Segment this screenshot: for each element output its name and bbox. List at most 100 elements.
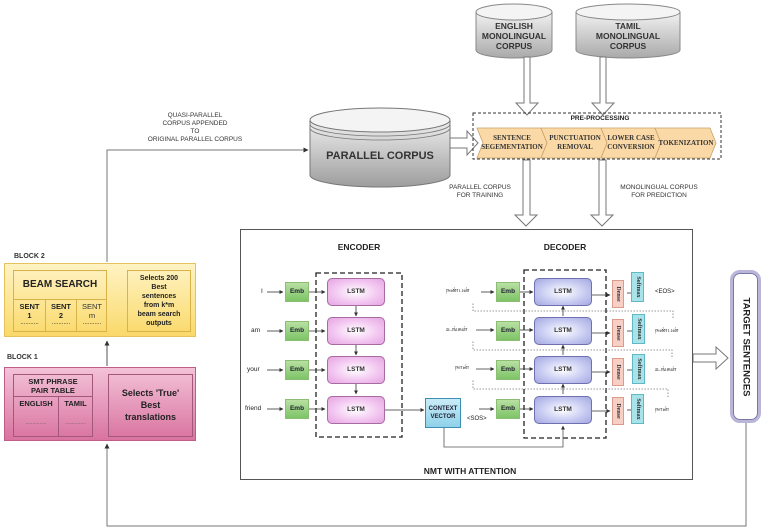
nmt-title: NMT WITH ATTENTION: [423, 466, 517, 476]
decoder-output-word: <EOS>: [655, 289, 675, 295]
label-line: ORIGINAL PARALLEL CORPUS: [147, 136, 243, 143]
text-line: Best: [140, 400, 161, 410]
target-inner-border: [733, 273, 758, 420]
english-column: ENGLISH ...............: [14, 397, 59, 437]
softmax-layer: Softmax: [631, 272, 644, 302]
context-line: CONTEXT: [428, 406, 458, 412]
sent-dots: ...........: [20, 320, 39, 326]
encoder-input-word: I: [261, 288, 263, 295]
parallel-corpus-label: PARALLEL CORPUS: [326, 150, 434, 162]
dense-label: Dense: [615, 286, 621, 302]
softmax-layer: Softmax: [631, 394, 644, 424]
beam-search-title: BEAM SEARCH: [22, 279, 98, 290]
decoder-lstm: LSTM: [534, 317, 592, 345]
encoder-emb: Emb: [285, 282, 309, 302]
decoder-sos-token: <SOS>: [467, 416, 487, 422]
title-line: SMT PHRASE: [28, 377, 78, 386]
text-line: from k*m: [143, 302, 175, 309]
text-line: translations: [124, 412, 176, 422]
context-vector: CONTEXT VECTOR: [425, 398, 461, 428]
encoder-input-word: friend: [245, 405, 262, 412]
softmax-label: Softmax: [635, 358, 642, 380]
softmax-label: Softmax: [635, 318, 642, 340]
decoder-output-word: நண்பன்: [655, 327, 679, 334]
english-monolingual-corpus-label: ENGLISH MONOLINGUAL CORPUS: [476, 21, 552, 51]
dense-label: Dense: [615, 403, 621, 419]
sent-dots: ...........: [82, 320, 102, 326]
nmt-with-attention-box: [240, 229, 693, 480]
text-line: beam search: [137, 311, 181, 318]
sent-top: SENT: [19, 302, 40, 311]
encoder-lstm: LSTM: [327, 396, 385, 424]
title-line: PAIR TABLE: [31, 386, 75, 395]
decoder-output-word: உங்கள்: [655, 366, 677, 373]
decoder-emb: Emb: [496, 321, 520, 341]
smt-phrase-table: SMT PHRASE PAIR TABLE ENGLISH ..........…: [13, 374, 93, 437]
target-sentences-box: TARGET SENTENCES: [730, 270, 761, 423]
step-line: PUNCTUATION: [549, 134, 601, 142]
label-line: FOR PREDICTION: [631, 192, 687, 199]
text-line: outputs: [146, 320, 172, 327]
mono-for-prediction-label: MONOLINGUAL CORPUS FOR PREDICTION: [614, 184, 704, 200]
parallel-corpus-cylinder: [309, 107, 451, 188]
dense-layer: Dense: [612, 358, 624, 386]
block1-label: BLOCK 1: [7, 354, 38, 361]
target-sentences-label: TARGET SENTENCES: [740, 296, 751, 397]
encoder-emb: Emb: [285, 321, 309, 341]
decoder-lstm: LSTM: [534, 396, 592, 424]
selects-true-box: Selects 'True' Best translations: [108, 374, 193, 437]
encoder-lstm: LSTM: [327, 278, 385, 306]
softmax-label: Softmax: [634, 276, 641, 298]
encoder-lstm: LSTM: [327, 356, 385, 384]
preprocessing-title: PRE-PROCESSING: [570, 115, 630, 122]
softmax-layer: Softmax: [632, 354, 645, 384]
sent-bottom: m: [88, 311, 96, 320]
encoder-emb: Emb: [285, 399, 309, 419]
step-tokenization: TOKENIZATION: [657, 128, 715, 158]
nmt-to-target-arrow: [692, 345, 729, 371]
label-line: CORPUS APPENDED: [162, 120, 228, 127]
step-line: REMOVAL: [557, 143, 593, 151]
label-line: MONOLINGUAL: [595, 31, 661, 41]
decoder-lstm: LSTM: [534, 356, 592, 384]
dense-layer: Dense: [612, 397, 624, 425]
label-line: QUASI-PARALLEL: [167, 112, 223, 119]
label-line: TAMIL: [615, 21, 641, 31]
decoder-lstm: LSTM: [534, 278, 592, 306]
decoder-input-word: நான்: [455, 364, 469, 371]
sent-dots: ...........: [51, 320, 71, 326]
english-dots: ...............: [25, 420, 47, 426]
decoder-emb: Emb: [496, 360, 520, 380]
label-line: TO: [190, 128, 200, 135]
softmax-label: Softmax: [634, 398, 641, 420]
text-line: sentences: [141, 293, 177, 300]
decoder-emb: Emb: [496, 399, 520, 419]
encoder-input-word: am: [251, 327, 261, 334]
encoder-lstm: LSTM: [327, 317, 385, 345]
english-column-header: ENGLISH: [19, 399, 53, 408]
tamil-dots: ...............: [65, 420, 86, 426]
selects-200-box: Selects 200 Best sentences from k*m beam…: [127, 270, 191, 332]
block2-label: BLOCK 2: [14, 253, 45, 260]
tamil-column: TAMIL ...............: [58, 397, 93, 437]
prediction-arrow: [589, 159, 615, 227]
label-line: ENGLISH: [495, 21, 533, 31]
text-line: Best: [151, 284, 167, 291]
step-line: LOWER CASE: [607, 134, 655, 142]
decoder-input-word: உங்கள்: [446, 326, 468, 333]
encoder-input-word: your: [247, 366, 260, 373]
decoder-emb: Emb: [496, 282, 520, 302]
decoder-input-word: நண்பன்: [446, 287, 470, 294]
sent-top: SENT: [50, 302, 71, 311]
step-line: CONVERSION: [607, 143, 655, 151]
label-line: MONOLINGUAL: [481, 31, 547, 41]
quasi-parallel-label: QUASI-PARALLEL CORPUS APPENDED TO ORIGIN…: [125, 112, 265, 144]
sent-bottom: 1: [27, 311, 32, 320]
